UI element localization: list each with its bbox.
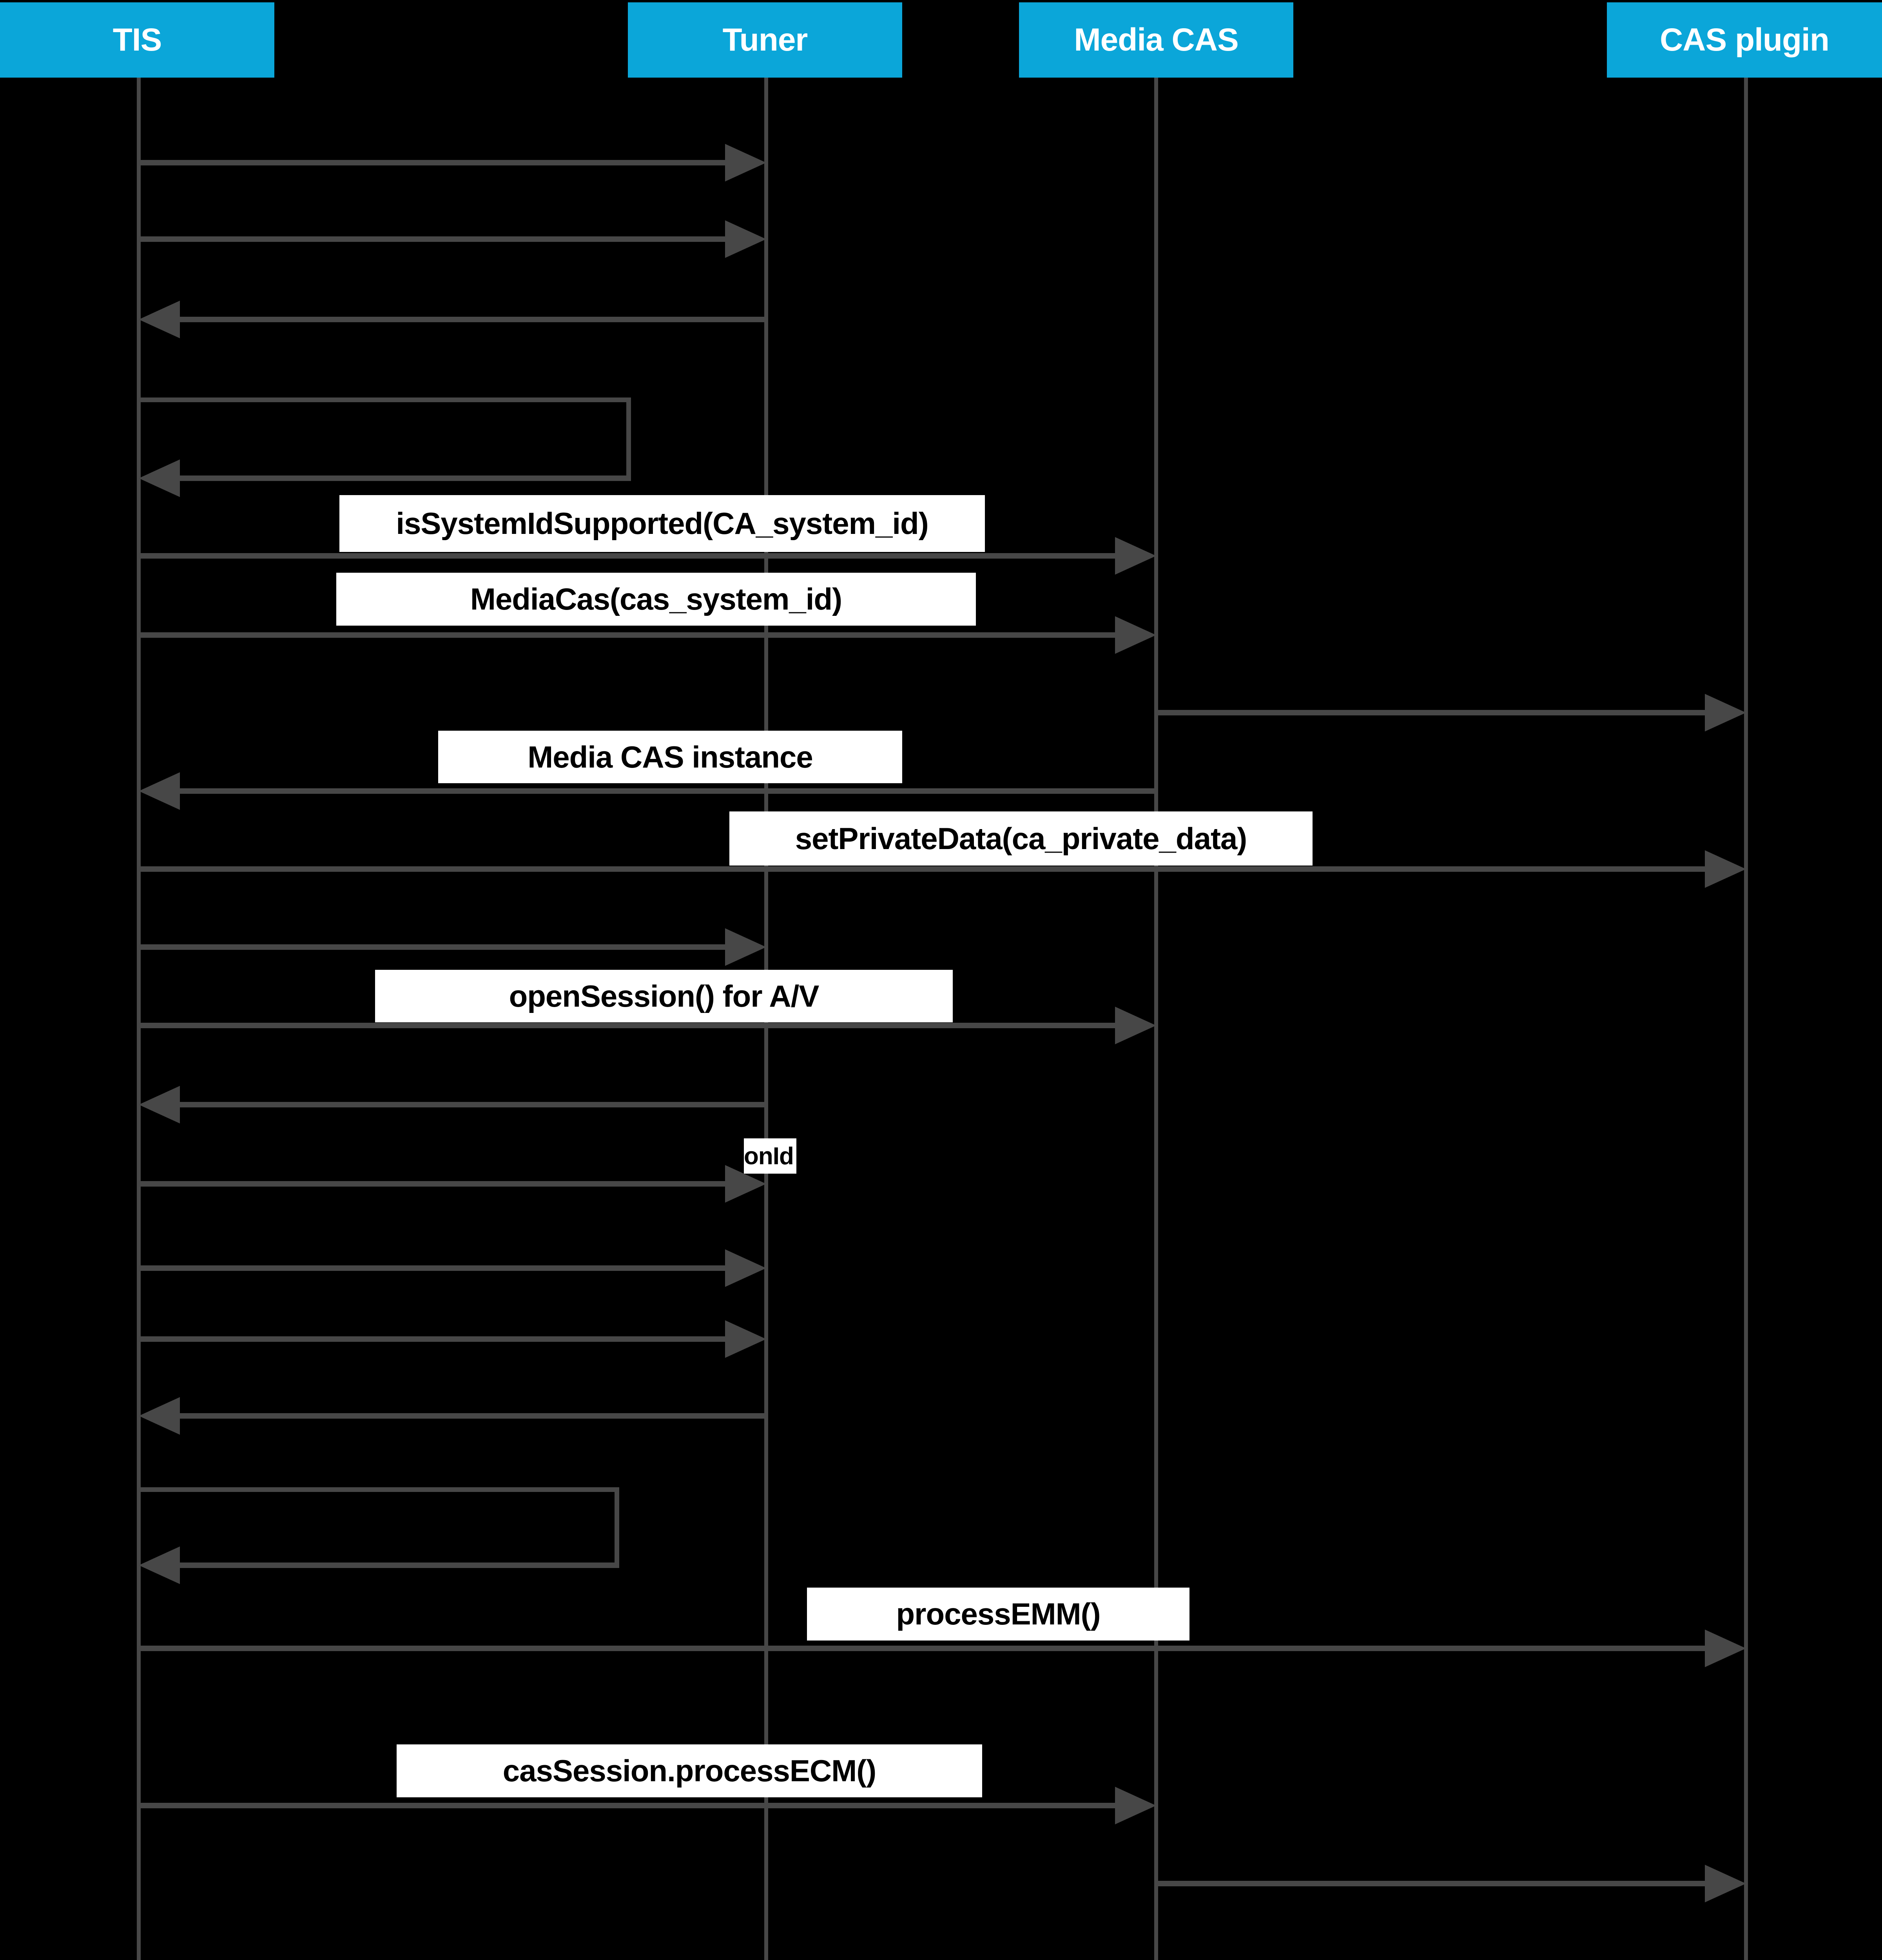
- arrow-tuner-to-tis-1: [139, 301, 766, 338]
- self-loop1-right-line: [626, 397, 631, 481]
- arrowhead-right-icon: [1115, 616, 1156, 654]
- label-process-emm: processEMM(): [807, 1588, 1189, 1641]
- arrow-tis-to-tuner-6: [139, 1320, 766, 1358]
- arrowhead-left-icon: [139, 772, 180, 810]
- arrowhead-right-icon: [1115, 1787, 1156, 1824]
- arrowhead-left-icon: [139, 1546, 180, 1584]
- arrowhead-right-icon: [1705, 1630, 1746, 1667]
- lifeline-cas-plugin: [1744, 78, 1748, 1960]
- self-loop1-return-arrow: [139, 459, 631, 497]
- label-is-system-id-supported: isSystemIdSupported(CA_system_id): [339, 495, 985, 552]
- label-media-cas-ctor: MediaCas(cas_system_id): [336, 573, 976, 626]
- arrow-tis-to-tuner-1: [139, 144, 766, 181]
- label-on-id: onId: [744, 1138, 796, 1174]
- self-loop1-top-line: [139, 397, 631, 402]
- arrowhead-right-icon: [1115, 537, 1156, 575]
- arrowhead-left-icon: [139, 459, 180, 497]
- label-open-session: openSession() for A/V: [375, 970, 953, 1022]
- arrowhead-right-icon: [1115, 1007, 1156, 1044]
- arrow-tis-to-tuner-4: [139, 1165, 766, 1203]
- arrowhead-left-icon: [139, 1086, 180, 1123]
- label-media-cas-instance: Media CAS instance: [438, 731, 902, 783]
- arrow-tis-to-tuner-2: [139, 220, 766, 258]
- arrowhead-left-icon: [139, 1397, 180, 1435]
- arrow-tis-to-mediacas-processecm: [139, 1787, 1156, 1824]
- arrowhead-right-icon: [1705, 1865, 1746, 1902]
- arrowhead-right-icon: [725, 220, 766, 258]
- arrowhead-right-icon: [1705, 694, 1746, 731]
- self-loop2-return-arrow: [139, 1546, 619, 1584]
- arrow-mediacas-to-casplugin-2: [1156, 1865, 1746, 1902]
- arrowhead-left-icon: [139, 301, 180, 338]
- lifeline-media-cas: [1154, 78, 1158, 1960]
- arrow-tis-to-mediacas-issystemidsupported: [139, 537, 1156, 575]
- arrowhead-right-icon: [725, 1249, 766, 1287]
- arrow-tis-to-casplugin-processemm: [139, 1630, 1746, 1667]
- arrow-tis-to-mediacas-opensession: [139, 1007, 1156, 1044]
- label-process-ecm: casSession.processECM(): [397, 1744, 982, 1797]
- self-loop2-right-line: [615, 1487, 619, 1567]
- arrow-tis-to-mediacas-mediacas-ctor: [139, 616, 1156, 654]
- arrowhead-right-icon: [725, 1320, 766, 1358]
- arrow-mediacas-to-tis-instance: [139, 772, 1156, 810]
- participant-header-tis-top: TIS: [0, 2, 274, 78]
- arrowhead-right-icon: [725, 928, 766, 966]
- participant-header-cas-plugin-top: CAS plugin: [1607, 2, 1882, 78]
- arrow-tuner-to-tis-2: [139, 1086, 766, 1123]
- arrow-tis-to-casplugin-setprivatedata: [139, 850, 1746, 888]
- arrow-tis-to-tuner-5: [139, 1249, 766, 1287]
- arrow-mediacas-to-casplugin-1: [1156, 694, 1746, 731]
- arrowhead-right-icon: [725, 144, 766, 181]
- arrow-tuner-to-tis-3: [139, 1397, 766, 1435]
- label-set-private-data: setPrivateData(ca_private_data): [729, 811, 1313, 866]
- participant-header-media-cas-top: Media CAS: [1019, 2, 1293, 78]
- participant-header-tuner-top: Tuner: [628, 2, 902, 78]
- arrowhead-right-icon: [1705, 850, 1746, 888]
- self-loop2-top-line: [139, 1487, 619, 1492]
- arrow-tis-to-tuner-3: [139, 928, 766, 966]
- lifeline-tis: [137, 78, 141, 1960]
